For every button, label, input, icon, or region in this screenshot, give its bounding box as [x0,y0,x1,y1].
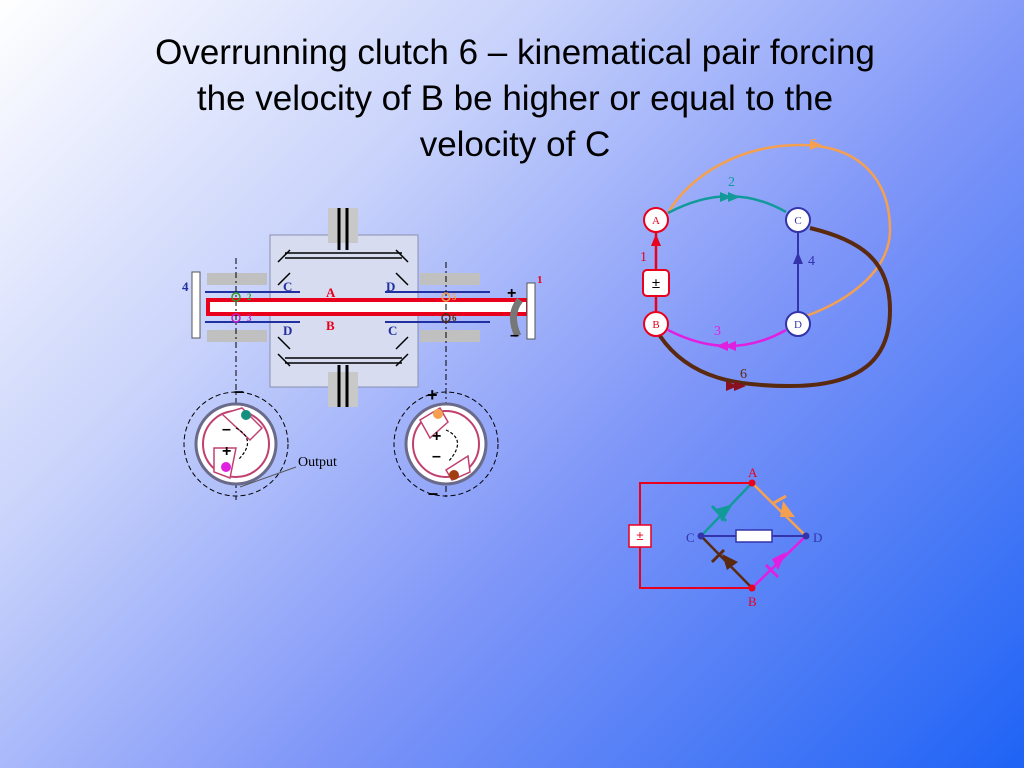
bridge-label-b: B [748,594,757,609]
bridge-circuit: ± A B C D [628,465,822,609]
label-3: 3 [247,313,252,323]
edge-label-6: 6 [740,367,747,382]
svg-text:D: D [794,319,802,331]
label-d-bottom: D [283,323,292,338]
left-bearing-top [207,273,267,285]
svg-text:A: A [652,215,660,227]
right-plus-sign: + [507,285,516,302]
edge-label-4: 4 [808,254,815,269]
label-c-bottom: C [388,323,397,338]
label-d-top: D [386,279,395,294]
edge-label-2: 2 [728,175,735,190]
diode-cb [722,554,738,570]
right-crank [510,297,523,338]
right-clutch-plus-top: + [427,385,438,405]
mark-6 [441,313,451,323]
right-clutch-minus-mid: – [432,448,441,465]
diode-ac [716,504,733,522]
output-leader-line [239,466,297,488]
bridge-node-a [748,479,756,487]
bridge-source-symbol: ± [636,528,643,543]
bridge-resistor [735,529,773,543]
left-clutch-detail: – – + [183,381,289,497]
bottom-shaft [328,372,358,407]
title-line-1: Overrunning clutch 6 – kinematical pair … [155,33,875,72]
top-shaft [328,208,358,243]
left-clutch-plus-mid: + [222,443,231,460]
bridge-source-box [628,524,652,548]
edge-5-arrow [810,140,822,150]
left-end-plate [191,271,201,339]
svg-text:C: C [794,215,801,227]
edge-5 [666,143,892,318]
output-label: Output [298,455,337,470]
bridge-label-a: A [748,465,758,480]
mark-3 [231,313,241,323]
slide-title: Overrunning clutch 6 – kinematical pair … [90,30,940,168]
graph-source-symbol: ± [652,275,660,292]
label-2: 2 [247,292,252,302]
edge-6-arrow [726,381,746,391]
red-rod [206,298,530,316]
title-line-2: the velocity of B be higher or equal to … [196,79,834,118]
left-bearing-bottom [207,330,267,342]
right-bearing-top [420,273,480,285]
label-4: 4 [182,279,189,294]
right-clutch-plus-mid: + [432,428,441,445]
mark-5 [441,292,451,302]
edge-6 [658,226,893,389]
bridge-node-c [697,532,705,540]
clutch-mechanism: 4 1 C A D D B C 2 3 5 6 + – – – + [182,208,543,503]
left-clutch-minus-top: – [234,381,244,401]
label-a: A [326,285,336,300]
bridge-label-c: C [686,530,695,545]
label-6: 6 [452,313,457,323]
bridge-label-d: D [813,530,822,545]
edge-3-arrow [716,341,736,351]
graph-node-c [785,207,811,233]
edge-label-5: 5 [810,137,817,152]
edge-2-arrow [720,192,740,202]
graph-node-a [643,207,669,233]
graph-source-box [642,269,670,297]
label-1: 1 [537,274,543,286]
left-clutch-minus-mid: – [222,421,231,438]
graph-node-d [785,311,811,337]
label-b: B [326,318,335,333]
right-clutch-detail: + + – – [393,385,499,503]
edge-4-arrow [793,252,803,264]
right-end-plate [526,282,536,340]
mark-2 [231,292,241,302]
label-c-top: C [283,279,292,294]
svg-text:B: B [652,319,659,331]
bridge-node-b [748,584,756,592]
graph-node-b [643,311,669,337]
edge-1-arrow [651,234,661,246]
bridge-node-d [802,532,810,540]
diode-ad [780,501,795,517]
kinematic-graph: 5 6 2 3 4 1 ± A C B D [640,137,893,391]
right-minus-sign: – [510,327,519,344]
diode-db [772,552,786,570]
right-clutch-minus-bottom: – [428,483,438,503]
right-bearing-bottom [420,330,480,342]
edge-label-3: 3 [714,324,721,339]
label-5: 5 [452,292,457,302]
edge-label-1: 1 [640,250,647,265]
bridge-edge-ad [751,482,807,537]
title-line-3: velocity of C [419,125,611,164]
